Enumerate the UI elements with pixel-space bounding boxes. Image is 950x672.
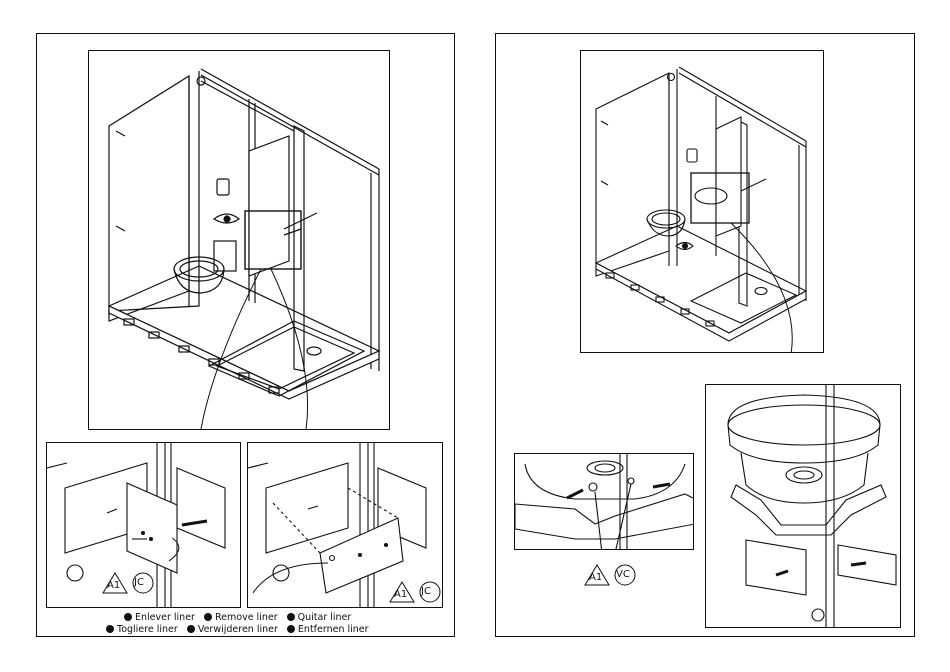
callout-tag-a1-jc: A1 JC	[101, 571, 157, 595]
right-detail-toilet-underside	[705, 384, 901, 628]
toilet-fixing-detail-drawing	[515, 454, 694, 550]
caption-line-1: Enlever liner Remove liner Quitar liner	[124, 612, 351, 624]
callout-code-a: A1	[394, 589, 407, 600]
de-flag-icon	[287, 625, 295, 633]
right-detail-toilet-fixing	[514, 453, 694, 550]
en-flag-icon	[204, 613, 212, 621]
callout-code-b: JC	[421, 586, 431, 597]
caption-it: Togliere liner	[117, 624, 178, 635]
shower-cabin-drawing	[89, 51, 390, 430]
left-detail-remove-liner-2: A1 JC	[247, 442, 443, 608]
caption-line-2: Togliere liner Verwijderen liner Entfern…	[106, 624, 369, 636]
right-overview-illustration	[580, 50, 824, 353]
caption-nl: Verwijderen liner	[198, 624, 278, 635]
left-detail-remove-liner-1: A1 JC	[46, 442, 241, 608]
callout-code-b: VC	[616, 569, 630, 580]
caption-fr: Enlever liner	[135, 612, 195, 623]
es-flag-icon	[287, 613, 295, 621]
callout-tag-a1-vc: A1 VC	[583, 563, 639, 587]
caption-es: Quitar liner	[298, 612, 352, 623]
callout-code-b: JC	[134, 577, 144, 588]
toilet-underside-detail-drawing	[706, 385, 901, 628]
callout-tag-a1-jc-2: A1 JC	[388, 580, 443, 604]
left-overview-illustration	[88, 50, 390, 430]
nl-flag-icon	[187, 625, 195, 633]
shower-cabin-drawing-right	[581, 51, 824, 353]
it-flag-icon	[106, 625, 114, 633]
caption-de: Entfernen liner	[298, 624, 369, 635]
caption-en: Remove liner	[215, 612, 278, 623]
callout-code-a: A1	[107, 580, 120, 591]
fr-flag-icon	[124, 613, 132, 621]
callout-code-a: A1	[589, 572, 602, 583]
